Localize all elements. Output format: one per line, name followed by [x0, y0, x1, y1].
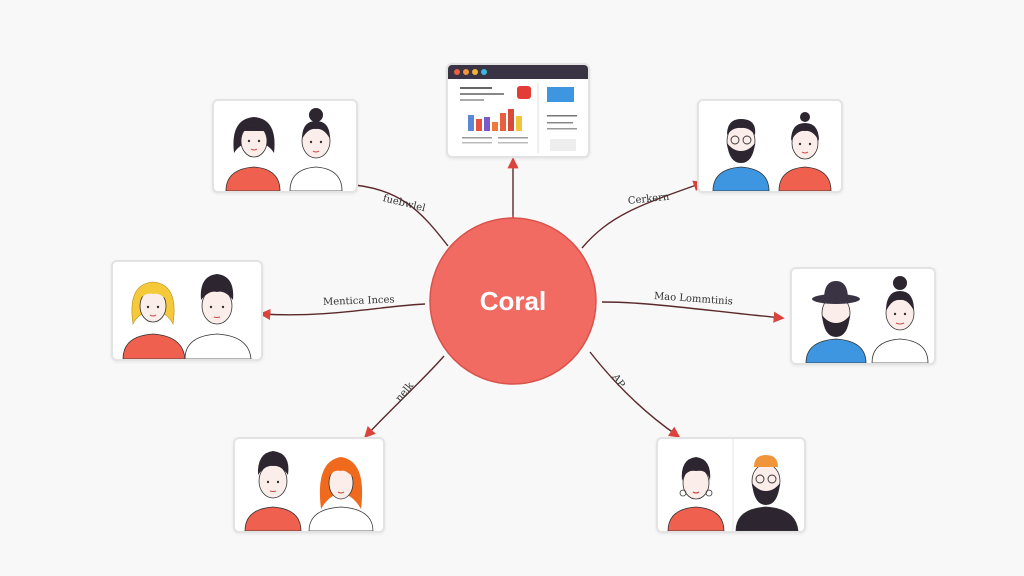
- dashboard-illustration: [448, 65, 588, 153]
- group-card-bottom-right[interactable]: [656, 437, 806, 533]
- alert-badge-icon: [517, 86, 531, 99]
- dashboard-card[interactable]: [446, 63, 590, 158]
- edge-top-right: [581, 180, 705, 249]
- center-node[interactable]: [429, 217, 597, 385]
- group-card-top-right[interactable]: [697, 99, 843, 193]
- window-dot-icon: [463, 69, 469, 75]
- edge-bottom-left: [364, 355, 445, 439]
- people-illustration: [805, 276, 929, 363]
- people-illustration: [225, 108, 343, 191]
- edge-mid-right: [601, 301, 785, 323]
- window-dot-icon: [454, 69, 460, 75]
- center-node-label: Coral: [479, 285, 547, 316]
- group-card-mid-right[interactable]: [790, 267, 936, 365]
- window-dot-icon: [481, 69, 487, 75]
- people-illustration: [122, 274, 252, 359]
- people-illustration: [667, 439, 799, 531]
- group-card-bottom-left[interactable]: [233, 437, 385, 533]
- edge-top-left: [342, 179, 449, 247]
- group-card-mid-left[interactable]: [111, 260, 263, 361]
- group-card-top-left[interactable]: [212, 99, 358, 193]
- people-illustration: [712, 112, 832, 191]
- people-illustration: [244, 451, 374, 531]
- window-dot-icon: [472, 69, 478, 75]
- edge-mid-left: [259, 303, 426, 321]
- edge-bottom-right: [589, 351, 681, 438]
